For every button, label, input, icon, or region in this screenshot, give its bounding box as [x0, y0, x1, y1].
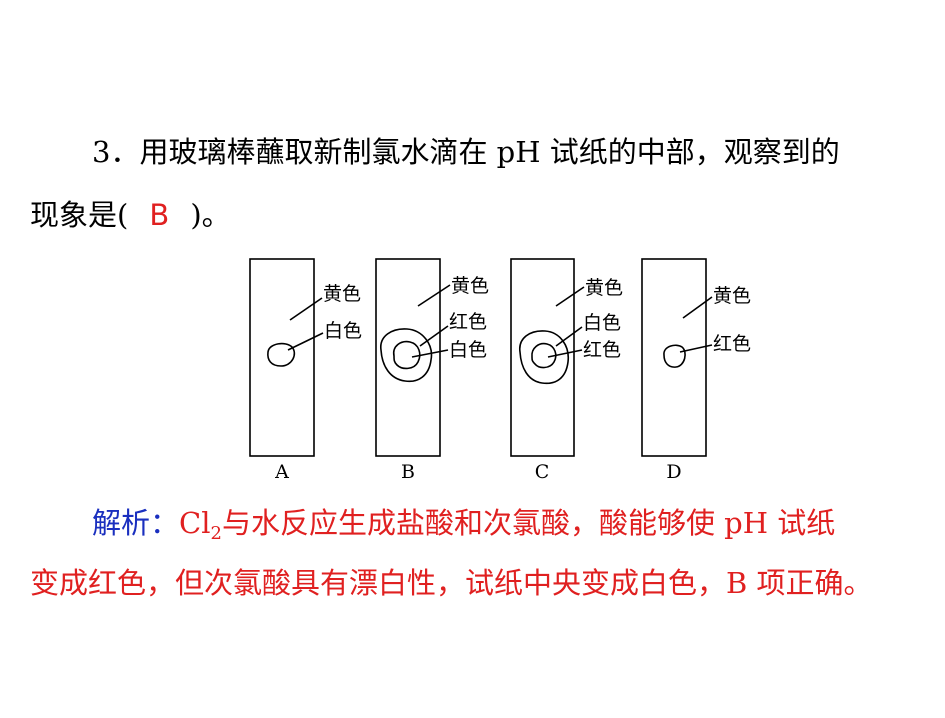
spot-c-inner-red [531, 342, 557, 369]
label-b-white: 白色 [449, 339, 487, 361]
chlorine-formula: Cl [179, 506, 211, 540]
leader-d-red [679, 344, 713, 353]
label-b-yellow: 黄色 [451, 275, 489, 297]
spot-c-outer-white [519, 330, 570, 385]
label-c-red: 红色 [583, 339, 621, 361]
label-c-white: 白色 [583, 312, 621, 334]
caption-b: B [401, 461, 415, 483]
caption-c: C [535, 461, 550, 483]
strip-c [510, 258, 575, 457]
leader-b-white [411, 349, 449, 358]
label-c-yellow: 黄色 [585, 277, 623, 299]
analysis-line-1-rest: 与水反应生成盐酸和次氯酸，酸能够使 pH 试纸 [221, 506, 836, 540]
leader-d-yellow [682, 296, 713, 319]
leader-b-yellow [417, 284, 451, 307]
strip-b [375, 258, 441, 457]
question-line-2: 现象是( B )。 [30, 196, 231, 234]
analysis-line-1: 解析：Cl2与水反应生成盐酸和次氯酸，酸能够使 pH 试纸 [92, 504, 836, 544]
chlorine-subscript: 2 [210, 523, 222, 544]
spot-b-outer-red [380, 328, 433, 383]
leader-c-white [555, 326, 583, 347]
strip-d [641, 258, 707, 457]
label-a-white: 白色 [324, 320, 362, 342]
label-b-red: 红色 [449, 311, 487, 333]
label-d-red: 红色 [713, 333, 751, 355]
leader-a-yellow [289, 297, 323, 321]
leader-c-red [547, 349, 583, 358]
leader-a-white [287, 332, 324, 351]
question-prefix: 现象是( [30, 198, 129, 232]
caption-a: A [274, 461, 289, 483]
leader-b-red [419, 325, 449, 347]
answer-choice: B [149, 198, 170, 232]
question-suffix: )。 [190, 198, 231, 232]
analysis-line-2: 变成红色，但次氯酸具有漂白性，试纸中央变成白色，B 项正确。 [30, 566, 873, 600]
spot-a-white [267, 342, 296, 367]
question-line-1: 3．用玻璃棒蘸取新制氯水滴在 pH 试纸的中部，观察到的 [92, 135, 840, 169]
strip-a [249, 258, 315, 457]
leader-c-yellow [555, 286, 585, 307]
analysis-heading: 解析： [92, 506, 180, 540]
caption-d: D [666, 461, 681, 483]
spot-d-red [663, 344, 686, 368]
label-d-yellow: 黄色 [713, 285, 751, 307]
spot-b-inner-white [392, 340, 421, 370]
label-a-yellow: 黄色 [323, 283, 361, 305]
